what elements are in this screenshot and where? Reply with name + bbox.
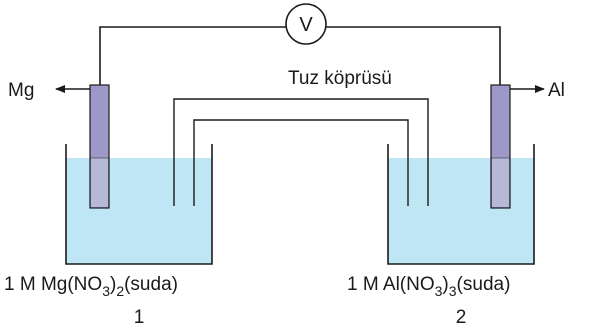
left-cell-number: 1 bbox=[134, 307, 145, 328]
circuit-wire-right bbox=[326, 26, 501, 85]
al-electrode-submerged bbox=[492, 158, 509, 207]
left-solution-label: 1 M Mg(NO3)2(suda) bbox=[4, 274, 178, 299]
mg-electrode-submerged bbox=[91, 158, 108, 207]
right-beaker bbox=[387, 144, 535, 265]
salt-bridge-label: Tuz köprüsü bbox=[288, 68, 392, 89]
circuit-wire-left bbox=[99, 26, 286, 85]
left-beaker bbox=[65, 144, 213, 265]
right-solution-label: 1 M Al(NO3)3(suda) bbox=[347, 274, 510, 299]
voltmeter bbox=[285, 3, 327, 45]
right-cell-number: 2 bbox=[456, 307, 467, 328]
voltmeter-symbol: V bbox=[299, 14, 313, 36]
left-solution-fill bbox=[66, 158, 212, 264]
salt-bridge-inner bbox=[193, 119, 409, 206]
salt-bridge-outer bbox=[173, 98, 429, 206]
al-label: Al bbox=[548, 80, 565, 101]
mg-label: Mg bbox=[8, 80, 34, 101]
right-solution-fill bbox=[388, 158, 534, 264]
